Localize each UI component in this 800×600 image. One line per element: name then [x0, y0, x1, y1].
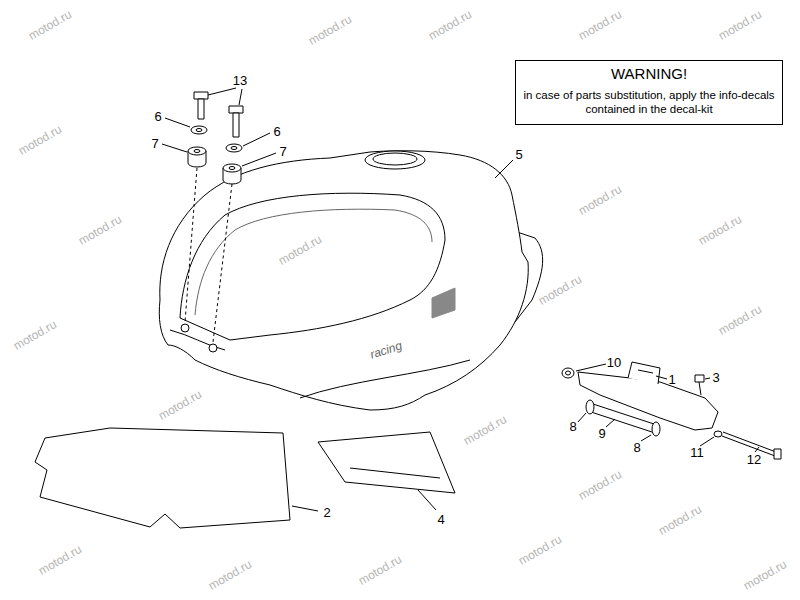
watermark: motod.ru	[356, 553, 403, 587]
callout-number: 7	[151, 137, 158, 150]
watermark: motod.ru	[716, 8, 763, 42]
watermark: motod.ru	[306, 13, 353, 47]
watermark: motod.ru	[656, 503, 703, 537]
watermark: motod.ru	[576, 183, 623, 217]
callout-number: 8	[633, 441, 640, 454]
callout-number: 13	[233, 74, 247, 87]
watermark: motod.ru	[576, 8, 623, 42]
watermark: motod.ru	[716, 303, 763, 337]
warning-box: WARNING!in case of parts substitution, a…	[515, 60, 783, 125]
callout-number: 9	[598, 427, 605, 440]
watermark: motod.ru	[16, 123, 63, 157]
callout-number: 1	[668, 373, 675, 386]
watermark: motod.ru	[11, 318, 58, 352]
watermark: motod.ru	[156, 388, 203, 422]
watermark: motod.ru	[206, 558, 253, 592]
callout-number: 12	[747, 453, 761, 466]
callout-number: 6	[154, 110, 161, 123]
watermark: motod.ru	[461, 413, 508, 447]
callout-number: 8	[569, 420, 576, 433]
callout-number: 4	[437, 513, 444, 526]
watermark: motod.ru	[516, 533, 563, 567]
callout-number: 11	[690, 446, 704, 459]
watermark: motod.ru	[576, 468, 623, 502]
watermark: motod.ru	[36, 543, 83, 577]
watermark: motod.ru	[26, 8, 73, 42]
warning-text: in case of parts substitution, apply the…	[522, 88, 776, 117]
callout-number: 2	[323, 506, 330, 519]
callout-number: 5	[515, 148, 522, 161]
watermark: motod.ru	[76, 213, 123, 247]
leader-lines	[162, 88, 759, 511]
watermark: motod.ru	[536, 273, 583, 307]
callout-number: 3	[712, 371, 719, 384]
watermark: motod.ru	[696, 213, 743, 247]
callout-number: 6	[273, 125, 280, 138]
callout-number: 7	[279, 145, 286, 158]
callout-number: 10	[607, 356, 621, 369]
warning-heading: WARNING!	[522, 65, 776, 88]
watermark: motod.ru	[426, 8, 473, 42]
watermark: motod.ru	[741, 558, 788, 592]
